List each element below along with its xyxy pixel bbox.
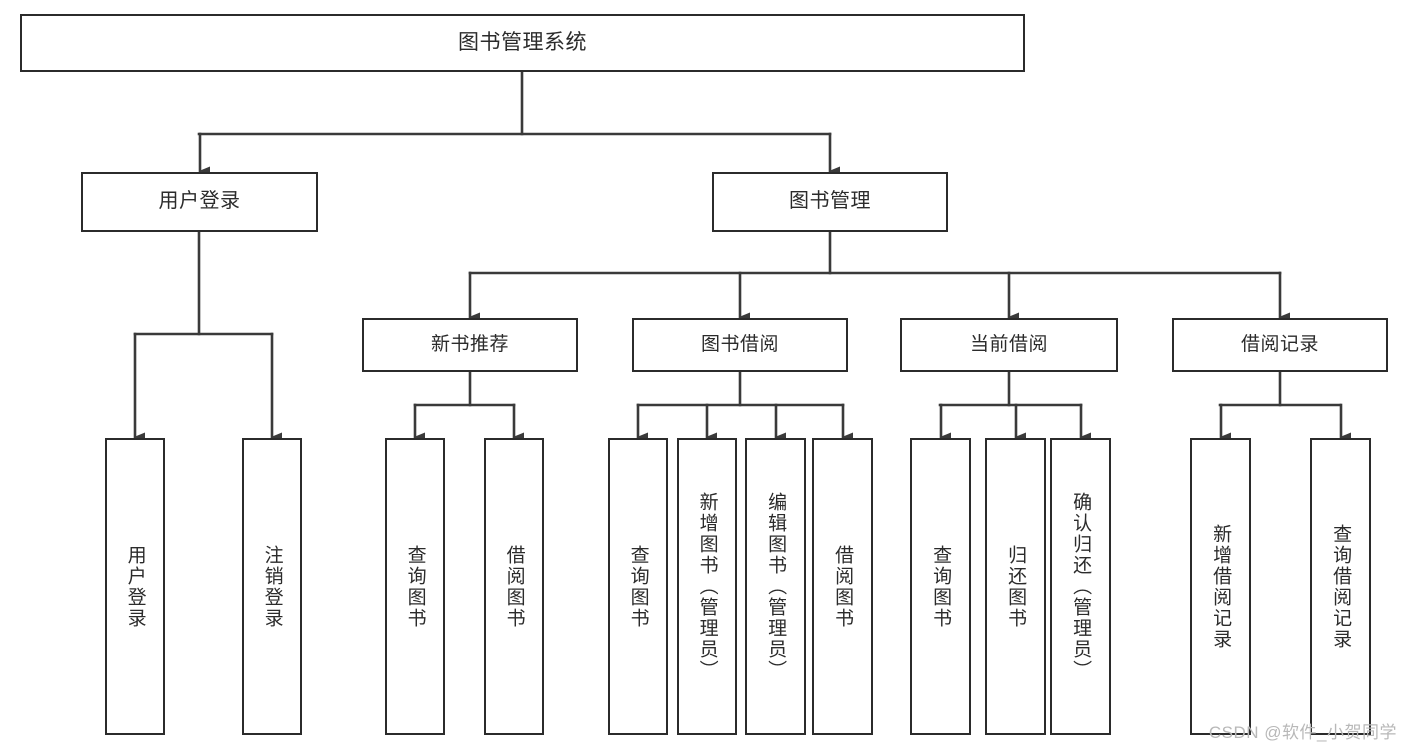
node-new-book-recommend[interactable]: 新书推荐 (362, 318, 578, 372)
node-current-borrow[interactable]: 当前借阅 (900, 318, 1118, 372)
node-label-leaf-add-book: 新增图书（管理员） (696, 492, 718, 681)
node-leaf-add-book[interactable]: 新增图书（管理员） (677, 438, 737, 735)
node-leaf-query-book-2[interactable]: 查询图书 (608, 438, 668, 735)
connector-lines (133, 70, 1351, 442)
node-book-manage[interactable]: 图书管理 (712, 172, 948, 232)
node-root[interactable]: 图书管理系统 (20, 14, 1025, 72)
node-leaf-query-borrow-record[interactable]: 查询借阅记录 (1310, 438, 1371, 735)
node-label-leaf-edit-book: 编辑图书（管理员） (765, 492, 787, 681)
node-label-user-login: 用户登录 (158, 190, 241, 213)
node-leaf-user-logout[interactable]: 注销登录 (242, 438, 302, 735)
node-label-leaf-query-book-3: 查询图书 (930, 544, 952, 629)
node-leaf-edit-book[interactable]: 编辑图书（管理员） (745, 438, 806, 735)
node-leaf-borrow-book-1[interactable]: 借阅图书 (484, 438, 544, 735)
node-borrow-record[interactable]: 借阅记录 (1172, 318, 1388, 372)
node-leaf-confirm-return[interactable]: 确认归还（管理员） (1050, 438, 1111, 735)
node-leaf-return-book[interactable]: 归还图书 (985, 438, 1046, 735)
node-leaf-user-login[interactable]: 用户登录 (105, 438, 165, 735)
node-label-new-book-recommend: 新书推荐 (430, 333, 509, 355)
node-label-book-borrow: 图书借阅 (700, 333, 779, 355)
node-label-leaf-query-book-1: 查询图书 (404, 544, 426, 629)
node-label-borrow-record: 借阅记录 (1240, 333, 1319, 355)
node-label-leaf-user-logout: 注销登录 (261, 544, 283, 629)
node-leaf-query-book-1[interactable]: 查询图书 (385, 438, 445, 735)
node-label-leaf-borrow-book-1: 借阅图书 (503, 544, 525, 629)
node-label-leaf-confirm-return: 确认归还（管理员） (1070, 492, 1092, 681)
node-user-login[interactable]: 用户登录 (81, 172, 318, 232)
node-label-root: 图书管理系统 (458, 30, 587, 54)
node-leaf-borrow-book-2[interactable]: 借阅图书 (812, 438, 873, 735)
node-label-leaf-query-borrow-record: 查询借阅记录 (1330, 523, 1352, 650)
node-label-current-borrow: 当前借阅 (969, 333, 1048, 355)
node-label-leaf-query-book-2: 查询图书 (627, 544, 649, 629)
node-label-leaf-user-login: 用户登录 (124, 544, 146, 629)
node-label-leaf-return-book: 归还图书 (1005, 544, 1027, 629)
node-label-leaf-add-borrow-record: 新增借阅记录 (1210, 523, 1232, 650)
node-book-borrow[interactable]: 图书借阅 (632, 318, 848, 372)
node-label-book-manage: 图书管理 (789, 190, 871, 213)
node-leaf-add-borrow-record[interactable]: 新增借阅记录 (1190, 438, 1251, 735)
node-leaf-query-book-3[interactable]: 查询图书 (910, 438, 971, 735)
node-label-leaf-borrow-book-2: 借阅图书 (832, 544, 854, 629)
